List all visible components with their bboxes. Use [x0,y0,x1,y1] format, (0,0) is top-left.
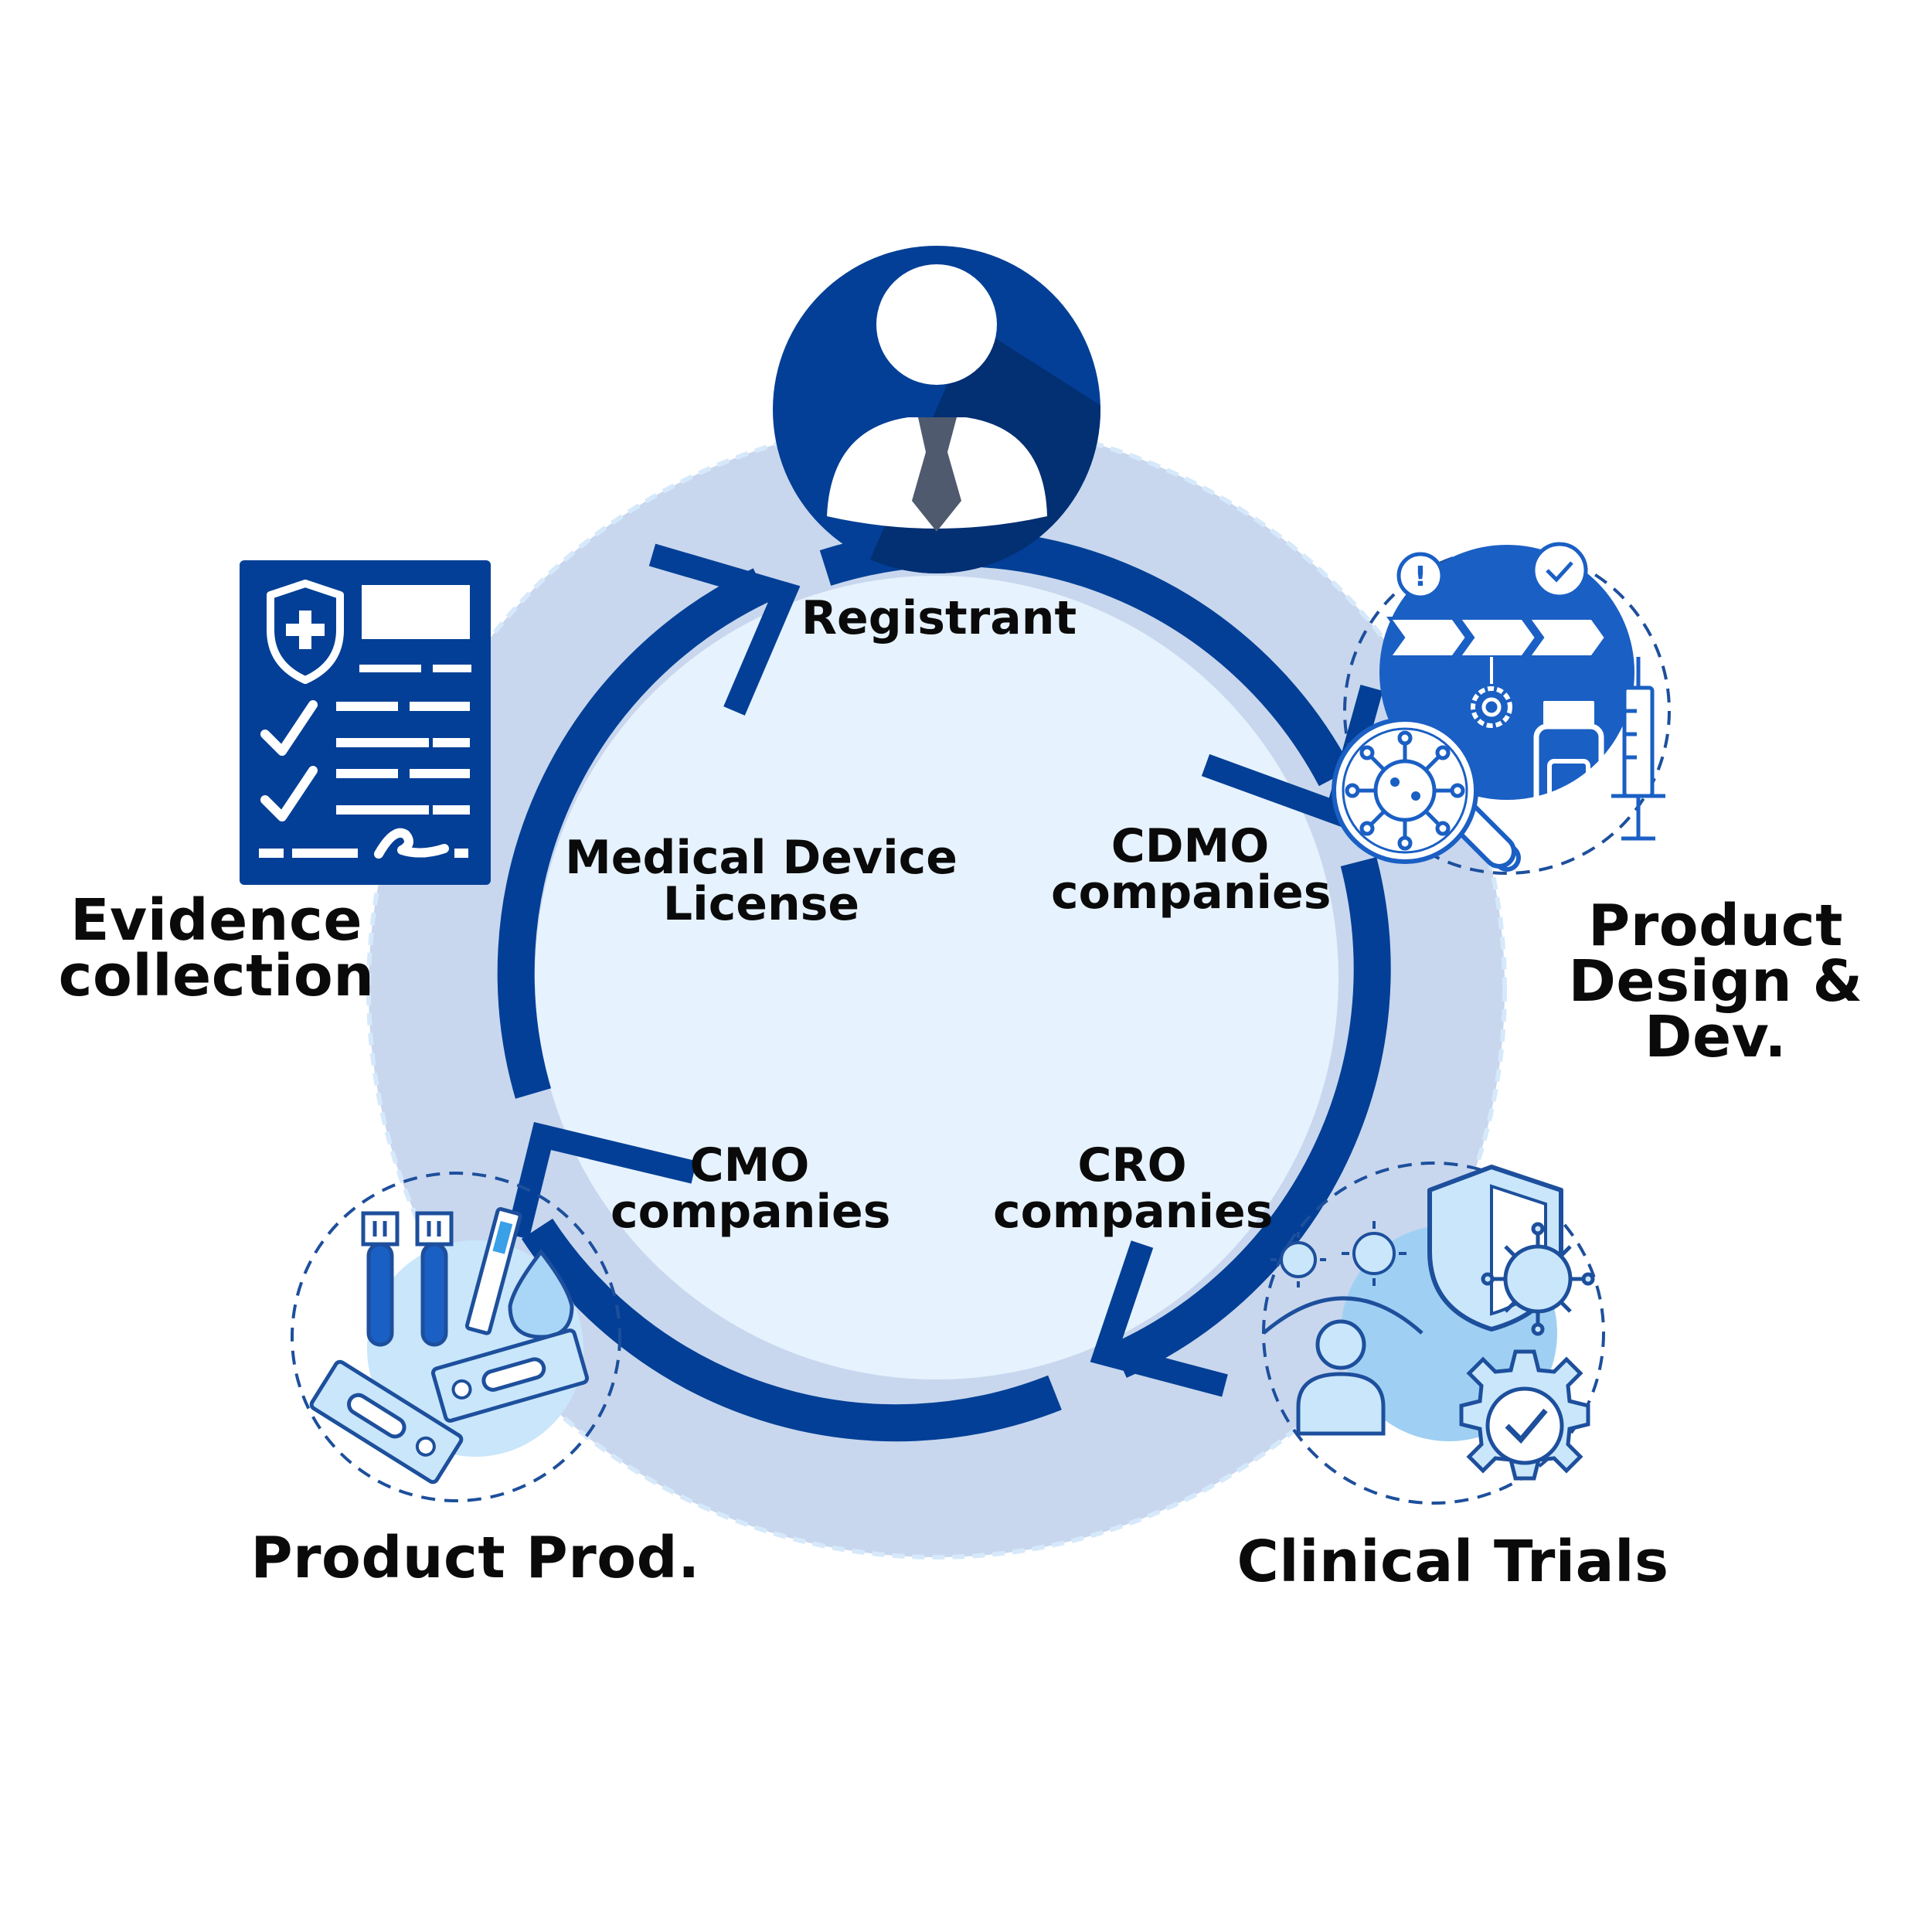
cro-label: CRO companies [993,1138,1274,1239]
arrowhead-evidence [648,543,801,716]
product-production-icon [291,1172,621,1502]
clinical-trials-icon [1262,1162,1605,1505]
registrant-avatar-icon [773,246,1100,573]
product-design-icon: ! [1332,542,1671,875]
evidence-collection-label: Evidence collection [58,887,375,1009]
arrowhead-trials [1090,1240,1228,1397]
cdmo-label: CDMO companies [1051,819,1332,920]
arc-trials-to-production [521,1218,1062,1442]
center-license-label: Medical Device License [565,831,957,931]
arc-production-to-evidence [497,568,770,1099]
cmo-label: CMO companies [611,1138,891,1239]
arc-design-to-trials [1111,857,1391,1378]
svg-text:!: ! [1414,561,1427,593]
evidence-document-icon [240,560,491,885]
clinical-trials-label: Clinical Trials [1236,1529,1669,1595]
registrant-label: Registrant [801,591,1077,645]
product-design-label: Product Design & Dev. [1568,893,1863,1070]
inner-circle [535,576,1338,1379]
product-production-label: Product Prod. [250,1525,700,1591]
arrowhead-production [506,1121,697,1240]
